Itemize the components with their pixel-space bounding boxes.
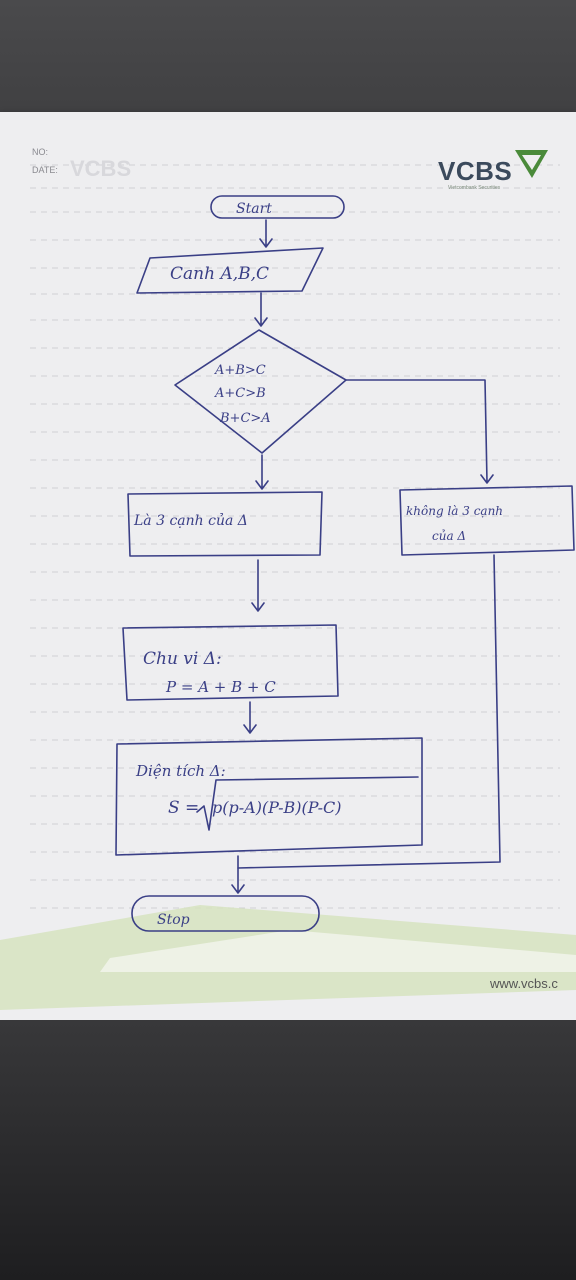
- area-title: Diện tích Δ:: [135, 762, 226, 780]
- perimeter-formula: P = A + B + C: [165, 678, 276, 696]
- stop-terminator: [131, 895, 320, 932]
- sqrt-symbol: [196, 776, 419, 831]
- area-formula-rhs: p(p-A)(P-B)(P-C): [212, 798, 342, 817]
- notebook-page: [0, 112, 576, 1027]
- arrow-start-input: [259, 219, 273, 248]
- decision-cond-2: A+C>B: [214, 386, 266, 401]
- website-url: www.vcbs.c: [490, 976, 558, 991]
- arrow-input-decision: [254, 292, 268, 327]
- start-terminator: [210, 195, 345, 219]
- decorative-stripe-light: [100, 930, 576, 972]
- no-box-line-1: không là 3 cạnh: [406, 504, 503, 518]
- decision-cond-3: B+C>A: [219, 411, 271, 426]
- vcbs-logo: VCBS: [438, 156, 513, 186]
- logo-watermark: VCBS: [70, 156, 132, 181]
- arrow-yes-perimeter: [251, 559, 265, 612]
- vcbs-logo-mark-icon: [515, 150, 548, 178]
- no-box: [399, 485, 575, 556]
- input-parallelogram: [136, 247, 324, 294]
- no-branch-line: [237, 554, 501, 869]
- start-label: Start: [236, 201, 272, 217]
- perimeter-box: [122, 624, 339, 701]
- arrow-decision-no: [345, 379, 494, 484]
- no-label: NO:: [32, 147, 49, 157]
- area-formula-lhs: S =: [168, 798, 199, 818]
- yes-box: [127, 491, 323, 557]
- no-box-line-2: của Δ: [432, 529, 466, 543]
- date-label: DATE:: [32, 165, 58, 175]
- stop-label: Stop: [157, 912, 190, 928]
- perimeter-title: Chu vi Δ:: [143, 649, 222, 669]
- yes-box-label: Là 3 cạnh của Δ: [133, 512, 248, 529]
- ruled-lines: [30, 164, 560, 909]
- background-bottom: [0, 1020, 576, 1280]
- arrow-area-stop: [231, 855, 245, 894]
- decision-diamond: [174, 329, 347, 454]
- arrow-perimeter-area: [243, 701, 257, 734]
- input-label: Canh A,B,C: [170, 264, 269, 284]
- vcbs-tagline: Vietcombank Securities: [448, 185, 501, 191]
- arrow-decision-yes: [255, 454, 269, 490]
- area-box: [115, 737, 423, 856]
- decision-cond-1: A+B>C: [214, 363, 266, 378]
